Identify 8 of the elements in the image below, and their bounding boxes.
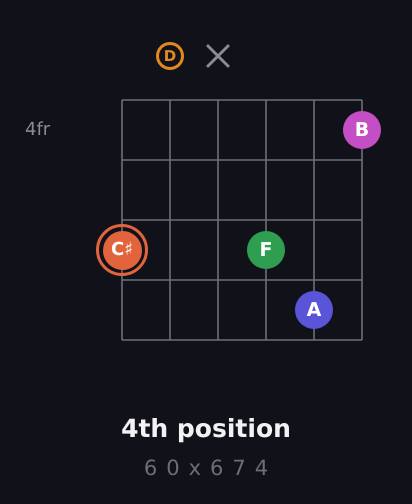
fret-number-label: 4fr xyxy=(25,121,50,139)
fingering-code: 60x674 xyxy=(144,458,278,479)
note-dot: B xyxy=(343,111,381,149)
open-string-marker: D xyxy=(156,42,184,70)
note-dot: F xyxy=(247,231,285,269)
root-note-dot: C♯ xyxy=(96,224,148,276)
position-title: 4th position xyxy=(121,416,291,441)
note-dot: A xyxy=(295,291,333,329)
